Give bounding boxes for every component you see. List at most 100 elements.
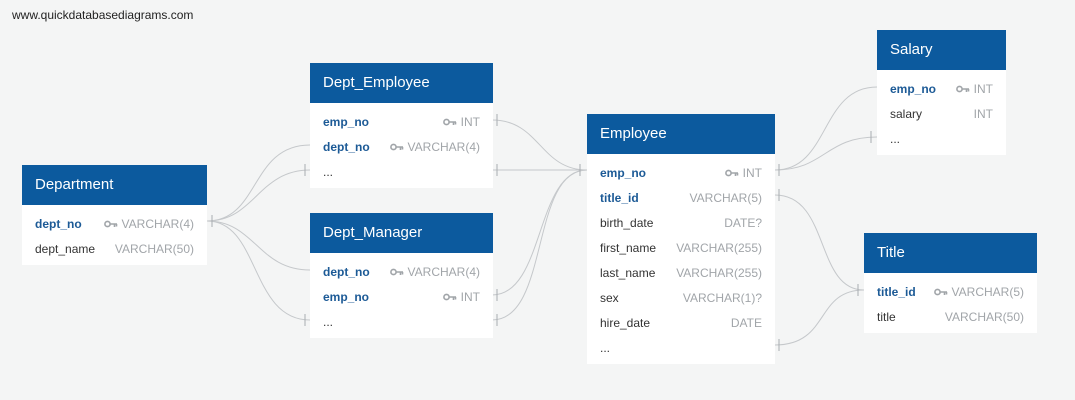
column-type: INT bbox=[974, 107, 993, 121]
column-name: ... bbox=[890, 131, 901, 146]
connector-dept-deptemp-ellipsis bbox=[206, 169, 311, 222]
column-type: VARCHAR(255) bbox=[676, 266, 762, 280]
column-type-text: DATE? bbox=[724, 215, 762, 230]
column-row[interactable]: emp_no INT bbox=[310, 109, 493, 134]
table-dept-employee[interactable]: Dept_Employee emp_no INT dept_no VARCHAR(4)… bbox=[310, 63, 493, 188]
column-type-text: DATE bbox=[730, 315, 762, 330]
table-title[interactable]: Department bbox=[22, 165, 207, 205]
column-type: VARCHAR(4) bbox=[389, 139, 480, 154]
column-type-text: VARCHAR(50) bbox=[114, 241, 194, 256]
key-icon bbox=[955, 85, 970, 93]
column-row[interactable]: ... bbox=[310, 309, 493, 334]
column-type: INT bbox=[724, 166, 762, 180]
table-department[interactable]: Department dept_no VARCHAR(4) dept_name VAR… bbox=[22, 165, 207, 265]
column-name: ... bbox=[323, 164, 334, 179]
connector-deptmgr-emp-ellipsis bbox=[491, 169, 588, 321]
connector-dept-deptemp bbox=[206, 144, 311, 222]
column-type-text: VARCHAR(5) bbox=[951, 284, 1024, 299]
column-type: VARCHAR(5) bbox=[690, 191, 762, 205]
column-name: dept_no bbox=[323, 139, 370, 154]
column-row[interactable]: emp_no INT bbox=[587, 160, 775, 185]
column-name: dept_name bbox=[35, 241, 96, 256]
column-type: VARCHAR(5) bbox=[933, 284, 1024, 299]
column-row[interactable]: title_id VARCHAR(5) bbox=[864, 279, 1037, 304]
column-name: last_name bbox=[600, 265, 656, 280]
column-row[interactable]: dept_name VARCHAR(50) bbox=[22, 236, 207, 261]
column-row[interactable]: sex VARCHAR(1)? bbox=[587, 285, 775, 310]
key-icon bbox=[389, 268, 404, 276]
connector-emp-title-ellipsis bbox=[774, 289, 865, 346]
column-row[interactable]: ... bbox=[587, 335, 775, 360]
connector-emp-salary bbox=[774, 86, 878, 171]
column-type-text: VARCHAR(4) bbox=[407, 264, 480, 279]
column-name: title_id bbox=[600, 190, 639, 205]
column-row[interactable]: title_id VARCHAR(5) bbox=[587, 185, 775, 210]
column-name: emp_no bbox=[600, 165, 647, 180]
column-row[interactable]: birth_date DATE? bbox=[587, 210, 775, 235]
table-title[interactable]: Dept_Employee bbox=[310, 63, 493, 103]
column-row[interactable]: emp_no INT bbox=[310, 284, 493, 309]
key-icon bbox=[442, 293, 457, 301]
table-title[interactable]: Title bbox=[864, 233, 1037, 273]
column-row[interactable]: ... bbox=[310, 159, 493, 184]
connector-emp-title bbox=[774, 194, 865, 291]
column-name: dept_no bbox=[35, 216, 82, 231]
watermark-text[interactable]: www.quickdatabasediagrams.com bbox=[12, 8, 194, 22]
table-employee[interactable]: Employee emp_no INT title_id VARCHAR(5) birt… bbox=[587, 114, 775, 364]
column-type-text: VARCHAR(4) bbox=[407, 139, 480, 154]
key-icon bbox=[442, 118, 457, 126]
column-row[interactable]: dept_no VARCHAR(4) bbox=[310, 134, 493, 159]
column-name: ... bbox=[323, 314, 334, 329]
table-title[interactable]: Salary bbox=[877, 30, 1006, 70]
column-type: INT bbox=[442, 289, 480, 304]
column-row[interactable]: first_name VARCHAR(255) bbox=[587, 235, 775, 260]
column-type: VARCHAR(50) bbox=[945, 310, 1024, 324]
column-type-text: VARCHAR(255) bbox=[676, 265, 762, 280]
column-name: first_name bbox=[600, 240, 657, 255]
column-type-text: VARCHAR(5) bbox=[689, 190, 762, 205]
column-type: VARCHAR(1)? bbox=[683, 291, 762, 305]
table-title[interactable]: Dept_Manager bbox=[310, 213, 493, 253]
connector-dept-deptmgr-ellipsis bbox=[206, 220, 311, 321]
connector-deptemp-emp bbox=[491, 119, 588, 171]
key-icon bbox=[933, 288, 948, 296]
key-icon bbox=[389, 143, 404, 151]
column-type: VARCHAR(4) bbox=[389, 264, 480, 279]
key-icon bbox=[724, 169, 739, 177]
column-name: sex bbox=[600, 290, 619, 305]
column-row[interactable]: last_name VARCHAR(255) bbox=[587, 260, 775, 285]
connector-deptmgr-emp bbox=[491, 169, 588, 296]
column-name: emp_no bbox=[323, 114, 370, 129]
column-row[interactable]: dept_no VARCHAR(4) bbox=[22, 211, 207, 236]
column-row[interactable]: hire_date DATE bbox=[587, 310, 775, 335]
column-type-text: INT bbox=[460, 114, 480, 129]
column-name: title_id bbox=[877, 284, 916, 299]
table-title[interactable]: Employee bbox=[587, 114, 775, 154]
column-name: hire_date bbox=[600, 315, 651, 330]
column-type: VARCHAR(50) bbox=[115, 242, 194, 256]
column-type-text: VARCHAR(255) bbox=[676, 240, 762, 255]
column-type-text: VARCHAR(1)? bbox=[682, 290, 762, 305]
column-type: VARCHAR(255) bbox=[676, 241, 762, 255]
column-type-text: INT bbox=[460, 289, 480, 304]
column-name: birth_date bbox=[600, 215, 654, 230]
key-icon bbox=[103, 220, 118, 228]
column-list: emp_no INT dept_no VARCHAR(4)... bbox=[310, 103, 493, 188]
column-type-text: VARCHAR(50) bbox=[944, 309, 1024, 324]
column-row[interactable]: ... bbox=[877, 126, 1006, 151]
column-name: emp_no bbox=[323, 289, 370, 304]
column-type: DATE bbox=[731, 316, 762, 330]
column-type-text: VARCHAR(4) bbox=[121, 216, 194, 231]
column-type: VARCHAR(4) bbox=[103, 216, 194, 231]
column-type: DATE? bbox=[724, 216, 762, 230]
